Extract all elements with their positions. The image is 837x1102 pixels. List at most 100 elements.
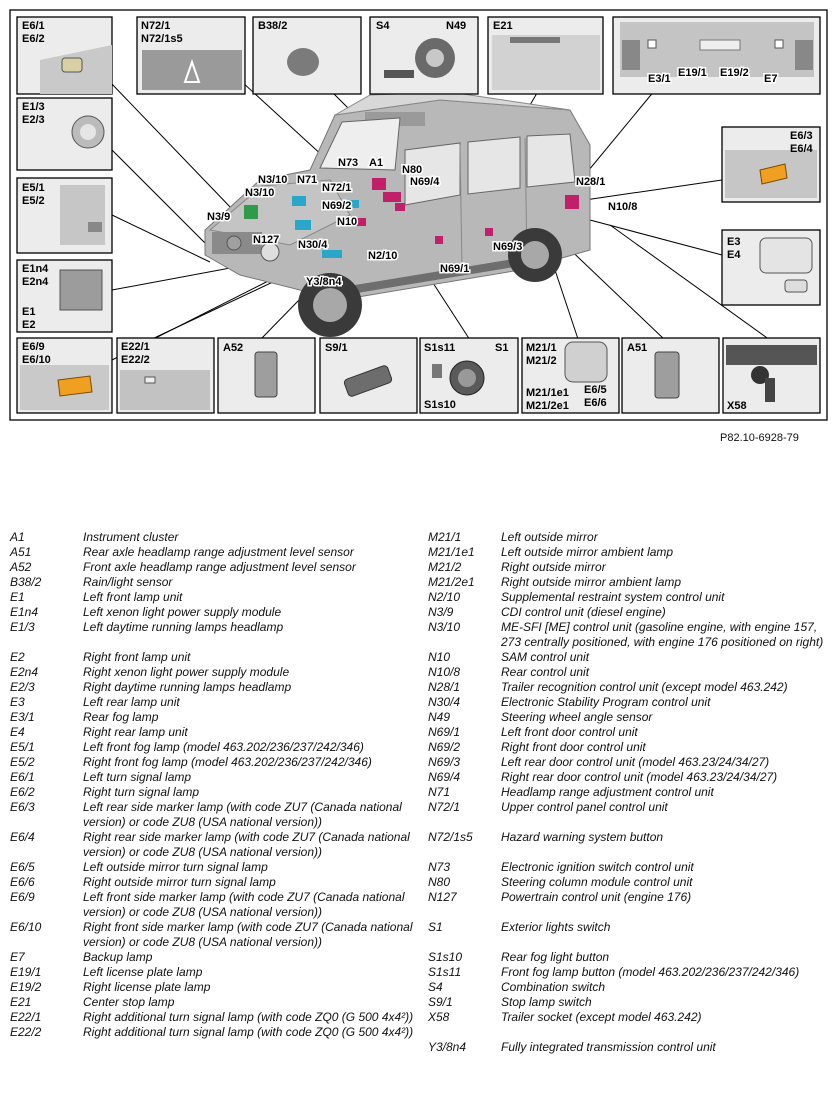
legend-code <box>428 905 501 920</box>
figure-reference: P82.10-6928-79 <box>720 432 799 444</box>
detail-e22: E22/1 E22/2 <box>116 337 215 414</box>
legend-description: SAM control unit <box>501 650 590 664</box>
callout-e22-2: E22/2 <box>121 354 150 366</box>
legend-code: N49 <box>428 710 451 724</box>
callout-m21-2: M21/2 <box>526 355 557 367</box>
callout-e1-3: E1/3 <box>22 101 45 113</box>
legend-code: A51 <box>10 545 32 559</box>
legend-description: Electronic Stability Program control uni… <box>501 695 711 709</box>
legend-code <box>10 635 83 650</box>
callout-e2-3: E2/3 <box>22 114 45 126</box>
legend-description <box>501 815 833 830</box>
legend-code: N10/8 <box>428 665 461 679</box>
legend-code: E5/1 <box>10 740 35 754</box>
callout-e6-10: E6/10 <box>22 354 51 366</box>
legend-description: Left xenon light power supply module <box>83 605 282 619</box>
legend-description: Rain/light sensor <box>83 575 173 589</box>
detail-s4-n49: S4 N49 <box>369 16 479 95</box>
detail-e1-3: E1/3 E2/3 <box>16 97 113 171</box>
callout-n80: N80 <box>402 164 422 176</box>
callout-e1: E1 <box>22 306 35 318</box>
legend-code: N69/2 <box>428 740 461 754</box>
detail-s1: S1s11 S1 S1s10 <box>419 337 519 414</box>
legend-description: Left outside mirror ambient lamp <box>501 545 674 559</box>
legend-description: Right rear side marker lamp (with code Z… <box>83 830 410 859</box>
legend-code: N69/4 <box>428 770 461 784</box>
callout-m21-1: M21/1 <box>526 342 557 354</box>
legend-description: Left front lamp unit <box>83 590 183 604</box>
legend-code: S9/1 <box>428 995 453 1009</box>
legend-description: Trailer socket (except model 463.242) <box>501 1010 702 1024</box>
legend-description: Left rear door control unit (model 463.2… <box>501 755 770 769</box>
callout-e4: E4 <box>727 249 741 261</box>
legend-code: E19/1 <box>10 965 42 979</box>
callout-n2-10: N2/10 <box>368 250 397 262</box>
legend-code: E2n4 <box>10 665 39 679</box>
detail-s9-1: S9/1 <box>319 337 418 414</box>
legend-code: B38/2 <box>10 575 42 589</box>
callout-s1s10: S1s10 <box>424 399 456 411</box>
legend-row: N28/1 Trailer recognition control unit (e… <box>428 680 833 695</box>
callout-n72-1: N72/1 <box>141 20 170 32</box>
legend-code: S1s11 <box>428 965 462 979</box>
legend-description: Instrument cluster <box>83 530 179 544</box>
legend-code <box>428 815 501 830</box>
callout-n127: N127 <box>253 234 279 246</box>
callout-e6-1: E6/1 <box>22 20 45 32</box>
legend-code: E6/4 <box>10 830 35 844</box>
legend-description: Powertrain control unit (engine 176) <box>501 890 692 904</box>
legend-code: E6/1 <box>10 770 35 784</box>
callout-n69-3: N69/3 <box>493 241 522 253</box>
legend-description: Left rear lamp unit <box>83 695 180 709</box>
legend-code: N30/4 <box>428 695 461 709</box>
legend-code: N72/1s5 <box>428 830 473 844</box>
legend-description: Trailer recognition control unit (except… <box>501 680 788 694</box>
legend-description: Right outside mirror <box>501 560 606 574</box>
legend-row: E6/4 Right rear side marker lamp (with co… <box>10 830 415 860</box>
detail-b38-2: B38/2 <box>252 16 362 95</box>
detail-rear-view: E3/1 E19/1 E19/2 E7 <box>612 16 821 95</box>
callout-n30-4: N30/4 <box>298 239 328 251</box>
legend-code: N71 <box>428 785 451 799</box>
legend-code <box>428 1025 501 1040</box>
legend-description: Right license plate lamp <box>83 980 211 994</box>
detail-e6-1: E6/1 E6/2 <box>16 16 113 95</box>
legend-description: Fully integrated transmission control un… <box>501 1040 716 1054</box>
legend-description: Right front fog lamp (model 463.202/236/… <box>83 755 372 769</box>
callout-n73: N73 <box>338 157 358 169</box>
legend-description <box>501 845 833 860</box>
legend-description: Steering wheel angle sensor <box>501 710 653 724</box>
legend-description: Left front door control unit <box>501 725 638 739</box>
callout-a51: A51 <box>627 342 647 354</box>
callout-s4: S4 <box>376 20 390 32</box>
legend-description: Left front fog lamp (model 463.202/236/2… <box>83 740 364 754</box>
legend-code: M21/2e1 <box>428 575 475 589</box>
legend-code: N28/1 <box>428 680 461 694</box>
callout-e6-2: E6/2 <box>22 33 45 45</box>
callout-e21: E21 <box>493 20 513 32</box>
legend-code: E21 <box>10 995 32 1009</box>
legend-code: E22/2 <box>10 1025 42 1039</box>
legend-description: Rear fog light button <box>501 950 610 964</box>
legend-description: Right front door control unit <box>501 740 646 754</box>
component-location-figure: E6/1 E6/2 N72/1 N72/1s5 B38/2 S4 N49 E21… <box>9 9 828 421</box>
